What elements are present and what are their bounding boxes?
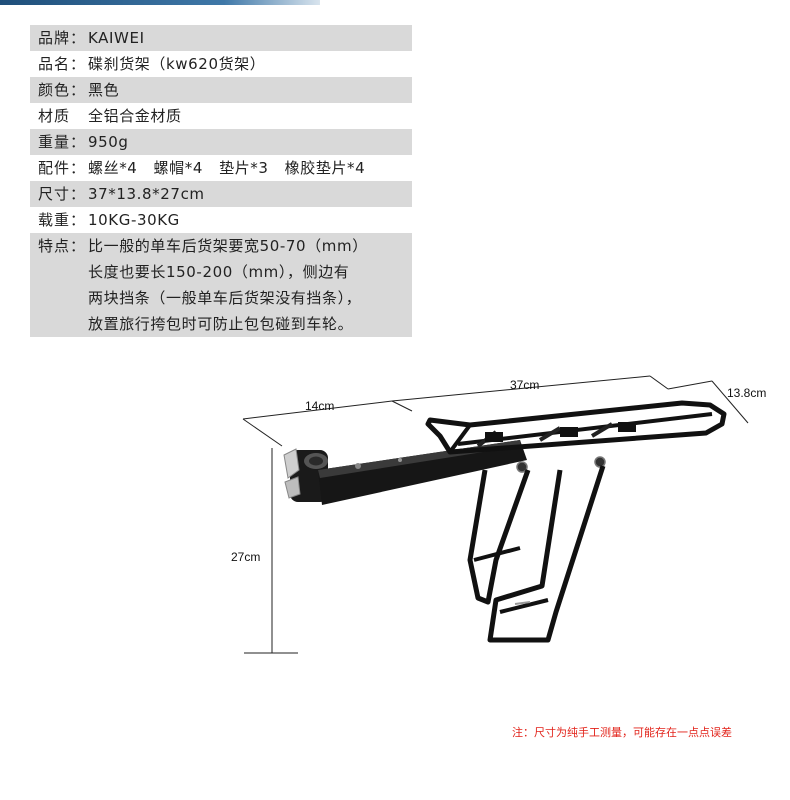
spec-value: 10KG-30KG	[88, 211, 180, 229]
spec-row-weight: 重量： 950g	[30, 129, 412, 155]
spec-value: 全铝合金材质	[88, 107, 182, 125]
spec-row-size: 尺寸： 37*13.8*27cm	[30, 181, 412, 207]
spec-value: 950g	[88, 133, 129, 151]
spec-label: 载重：	[38, 211, 87, 229]
spec-label: 材质	[38, 107, 71, 125]
spec-label: 品名：	[38, 55, 87, 73]
spec-label: 品牌：	[38, 29, 87, 47]
feature-line: 长度也要长150-200（mm），侧边有	[88, 263, 350, 281]
spec-row-load: 载重： 10KG-30KG	[30, 207, 412, 233]
spec-row-product-name: 品名： 碟刹货架（kw620货架）	[30, 51, 412, 77]
spec-value: 螺丝*4 螺帽*4 垫片*3 橡胶垫片*4	[88, 159, 366, 177]
dimension-lines	[242, 375, 749, 654]
spec-value: KAIWEI	[88, 29, 145, 47]
dim-length-label: 37cm	[510, 378, 539, 392]
spec-label: 尺寸：	[38, 185, 87, 203]
feature-line: 放置旅行挎包时可防止包包碰到车轮。	[88, 315, 354, 333]
spec-row-color: 颜色： 黑色	[30, 77, 412, 103]
spec-row-accessories: 配件： 螺丝*4 螺帽*4 垫片*3 橡胶垫片*4	[30, 155, 412, 181]
bike-rack-image	[283, 400, 727, 643]
spec-label: 颜色：	[38, 81, 87, 99]
spec-label: 特点：	[38, 237, 87, 255]
feature-text: 比一般的单车后货架要宽50-70（mm） 长度也要长150-200（mm），侧边…	[88, 233, 412, 335]
dim-width-label: 13.8cm	[727, 386, 766, 400]
spec-row-brand: 品牌： KAIWEI	[30, 25, 412, 51]
spec-table: 品牌： KAIWEI 品名： 碟刹货架（kw620货架） 颜色： 黑色 材质 全…	[30, 25, 412, 337]
spec-value: 碟刹货架（kw620货架）	[88, 55, 266, 73]
dim-front-label: 14cm	[305, 399, 334, 413]
dim-height-label: 27cm	[231, 550, 260, 564]
top-accent-bar	[0, 0, 320, 5]
spec-label: 重量：	[38, 133, 87, 151]
spec-value: 37*13.8*27cm	[88, 185, 205, 203]
spec-label: 配件：	[38, 159, 87, 177]
spec-value: 黑色	[88, 81, 120, 99]
feature-line: 两块挡条（一般单车后货架没有挡条），	[88, 289, 362, 307]
feature-line: 比一般的单车后货架要宽50-70（mm）	[88, 237, 368, 255]
spec-row-material: 材质 全铝合金材质	[30, 103, 412, 129]
measurement-note: 注：尺寸为纯手工测量，可能存在一点点误差	[512, 726, 732, 739]
spec-row-feature: 特点： 比一般的单车后货架要宽50-70（mm） 长度也要长150-200（mm…	[30, 233, 412, 337]
